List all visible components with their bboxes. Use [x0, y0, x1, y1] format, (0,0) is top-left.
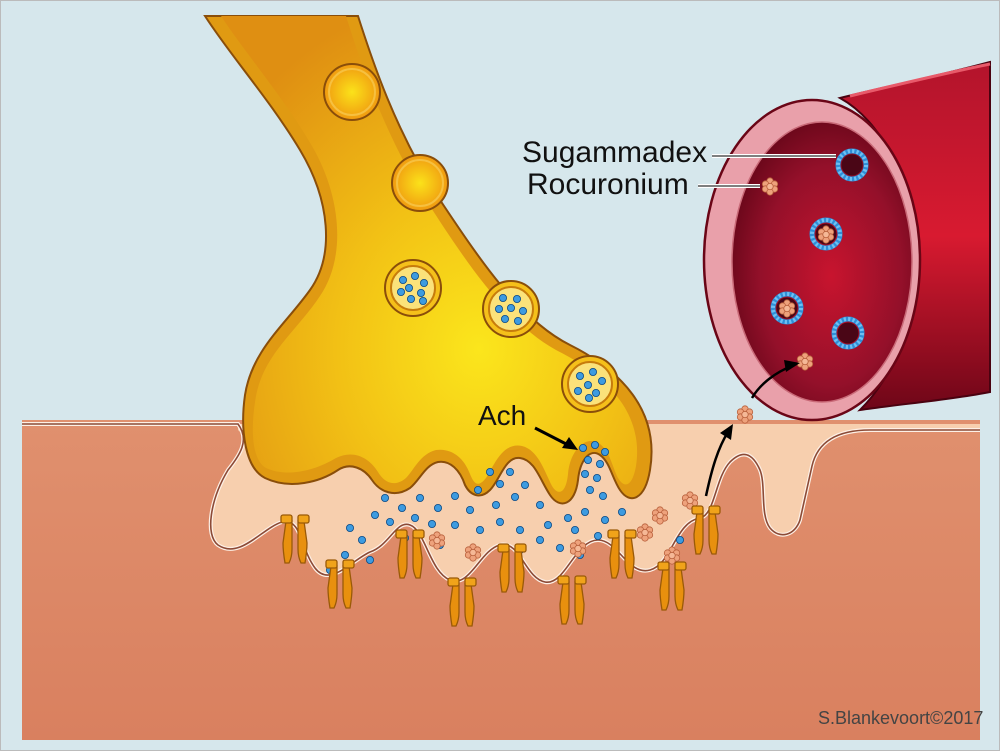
synaptic-vesicle-ach-1 [384, 259, 442, 317]
diffusion-arrow-lower [704, 424, 733, 497]
diffusion-arrow-upper [750, 360, 800, 399]
sugammadex-ring-icon [838, 151, 866, 179]
synaptic-vesicle-empty-2 [391, 154, 449, 212]
sugammadex-rocuronium-complex [773, 294, 801, 322]
sugammadex-ring [834, 319, 862, 347]
sugammadex-label: Sugammadex [522, 136, 708, 169]
artist-credit: S.Blankevoort©2017 [818, 708, 984, 728]
synaptic-vesicle-empty-1 [323, 63, 381, 121]
ach-release-cluster [579, 440, 610, 500]
synaptic-vesicle-ach-3 [561, 355, 619, 413]
ach-molecules [325, 467, 685, 575]
ach-arrow [534, 426, 578, 450]
blood-vessel-lumen [731, 121, 913, 403]
sugammadex-rocuronium-complex [812, 220, 840, 248]
rocuronium-label: Rocuronium [527, 168, 689, 201]
ach-label: Ach [478, 400, 527, 431]
synaptic-vesicle-ach-2 [482, 280, 540, 338]
sugammadex-rocuronium-complex [838, 151, 866, 179]
